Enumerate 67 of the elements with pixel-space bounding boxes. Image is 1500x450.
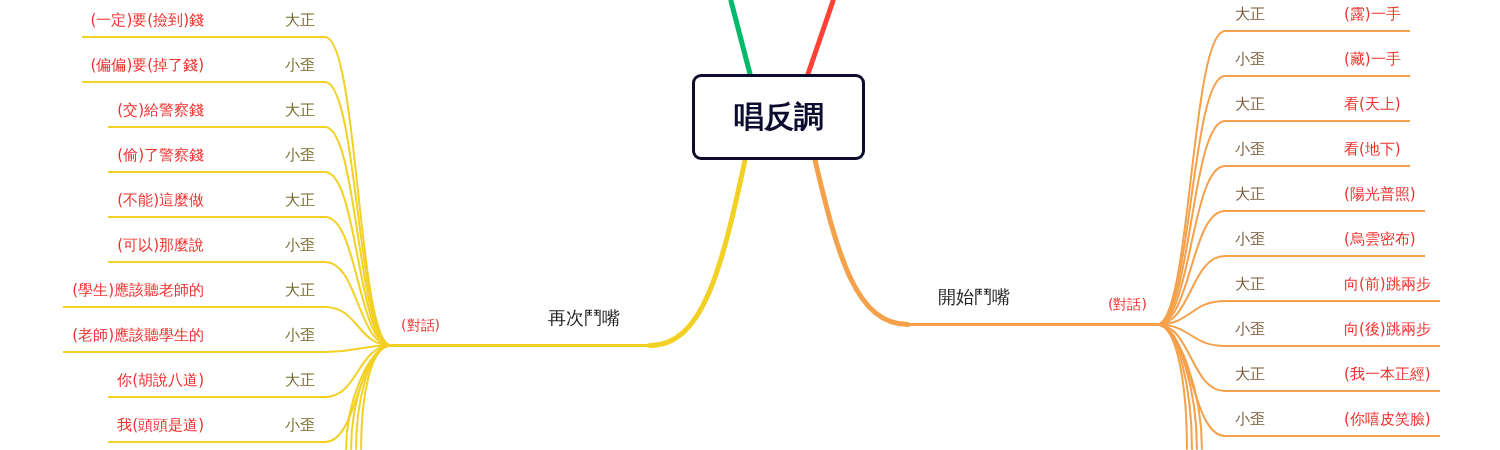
branch-line [1274,165,1336,167]
dialogue-topic: 向(後)跳兩步 [1335,319,1440,347]
main-topic: 開始鬥嘴 [908,285,1040,326]
main-topic: 再次鬥嘴 [518,306,650,347]
speaker-topic: 大正 [275,190,325,218]
subtopic: (對話) [1098,294,1157,326]
dialogue-topic: (學生)應該聽老師的 [63,280,213,308]
dialogue-topic: (不能)這麼做 [108,190,213,218]
speaker-topic: 小歪 [275,235,325,263]
branch-line [212,126,276,128]
speaker-topic: 小歪 [275,415,325,443]
branch-line [1274,75,1336,77]
speaker-topic: 小歪 [1225,319,1275,347]
speaker-topic: 小歪 [275,325,325,353]
speaker-topic: 大正 [1225,184,1275,212]
branch-line [212,396,276,398]
central-topic-box: 唱反調 [692,74,865,160]
dialogue-topic: (藏)一手 [1335,49,1410,77]
dialogue-topic: (老師)應該聽學生的 [63,325,213,353]
subtopic: (對話) [391,315,450,347]
speaker-topic: 小歪 [1225,49,1275,77]
speaker-topic: 大正 [275,280,325,308]
dialogue-topic: 看(地下) [1335,139,1410,167]
branch-line [448,344,520,347]
branch-line [212,306,276,308]
speaker-topic: 大正 [1225,364,1275,392]
branch-line [212,261,276,263]
dialogue-topic: (交)給警察錢 [108,100,213,128]
branch-line [1274,345,1336,347]
branch-line [1038,323,1100,326]
dialogue-topic: 你(胡說八道) [108,370,213,398]
speaker-topic: 小歪 [1225,229,1275,257]
branch-line [1274,435,1336,437]
speaker-topic: 大正 [1225,274,1275,302]
branch-line [1274,390,1336,392]
branch-line [212,171,276,173]
dialogue-topic: 看(天上) [1335,94,1410,122]
dialogue-topic: (我一本正經) [1335,364,1440,392]
dialogue-topic: (可以)那麼說 [108,235,213,263]
speaker-topic: 大正 [275,100,325,128]
dialogue-topic: 向(前)跳兩步 [1335,274,1440,302]
dialogue-topic: 我(頭頭是道) [108,415,213,443]
branch-line [212,441,276,443]
branch-line [1274,255,1336,257]
dialogue-topic: (陽光普照) [1335,184,1425,212]
branch-line [1274,30,1336,32]
speaker-topic: 小歪 [1225,139,1275,167]
branch-line [1274,210,1336,212]
speaker-topic: 大正 [275,370,325,398]
speaker-topic: 大正 [1225,94,1275,122]
speaker-topic: 大正 [275,10,325,38]
branch-line [212,36,276,38]
speaker-topic: 小歪 [1225,409,1275,437]
branch-line [1274,300,1336,302]
speaker-topic: 大正 [1225,4,1275,32]
dialogue-topic: (偷)了警察錢 [108,145,213,173]
dialogue-topic: (你嘻皮笑臉) [1335,409,1440,437]
speaker-topic: 小歪 [275,55,325,83]
branch-line [1274,120,1336,122]
branch-line [212,351,276,353]
dialogue-topic: (露)一手 [1335,4,1410,32]
dialogue-topic: (偏偏)要(掉了錢) [81,55,213,83]
branch-line [212,81,276,83]
dialogue-topic: (烏雲密布) [1335,229,1425,257]
dialogue-topic: (一定)要(撿到)錢 [81,10,213,38]
branch-line [212,216,276,218]
speaker-topic: 小歪 [275,145,325,173]
